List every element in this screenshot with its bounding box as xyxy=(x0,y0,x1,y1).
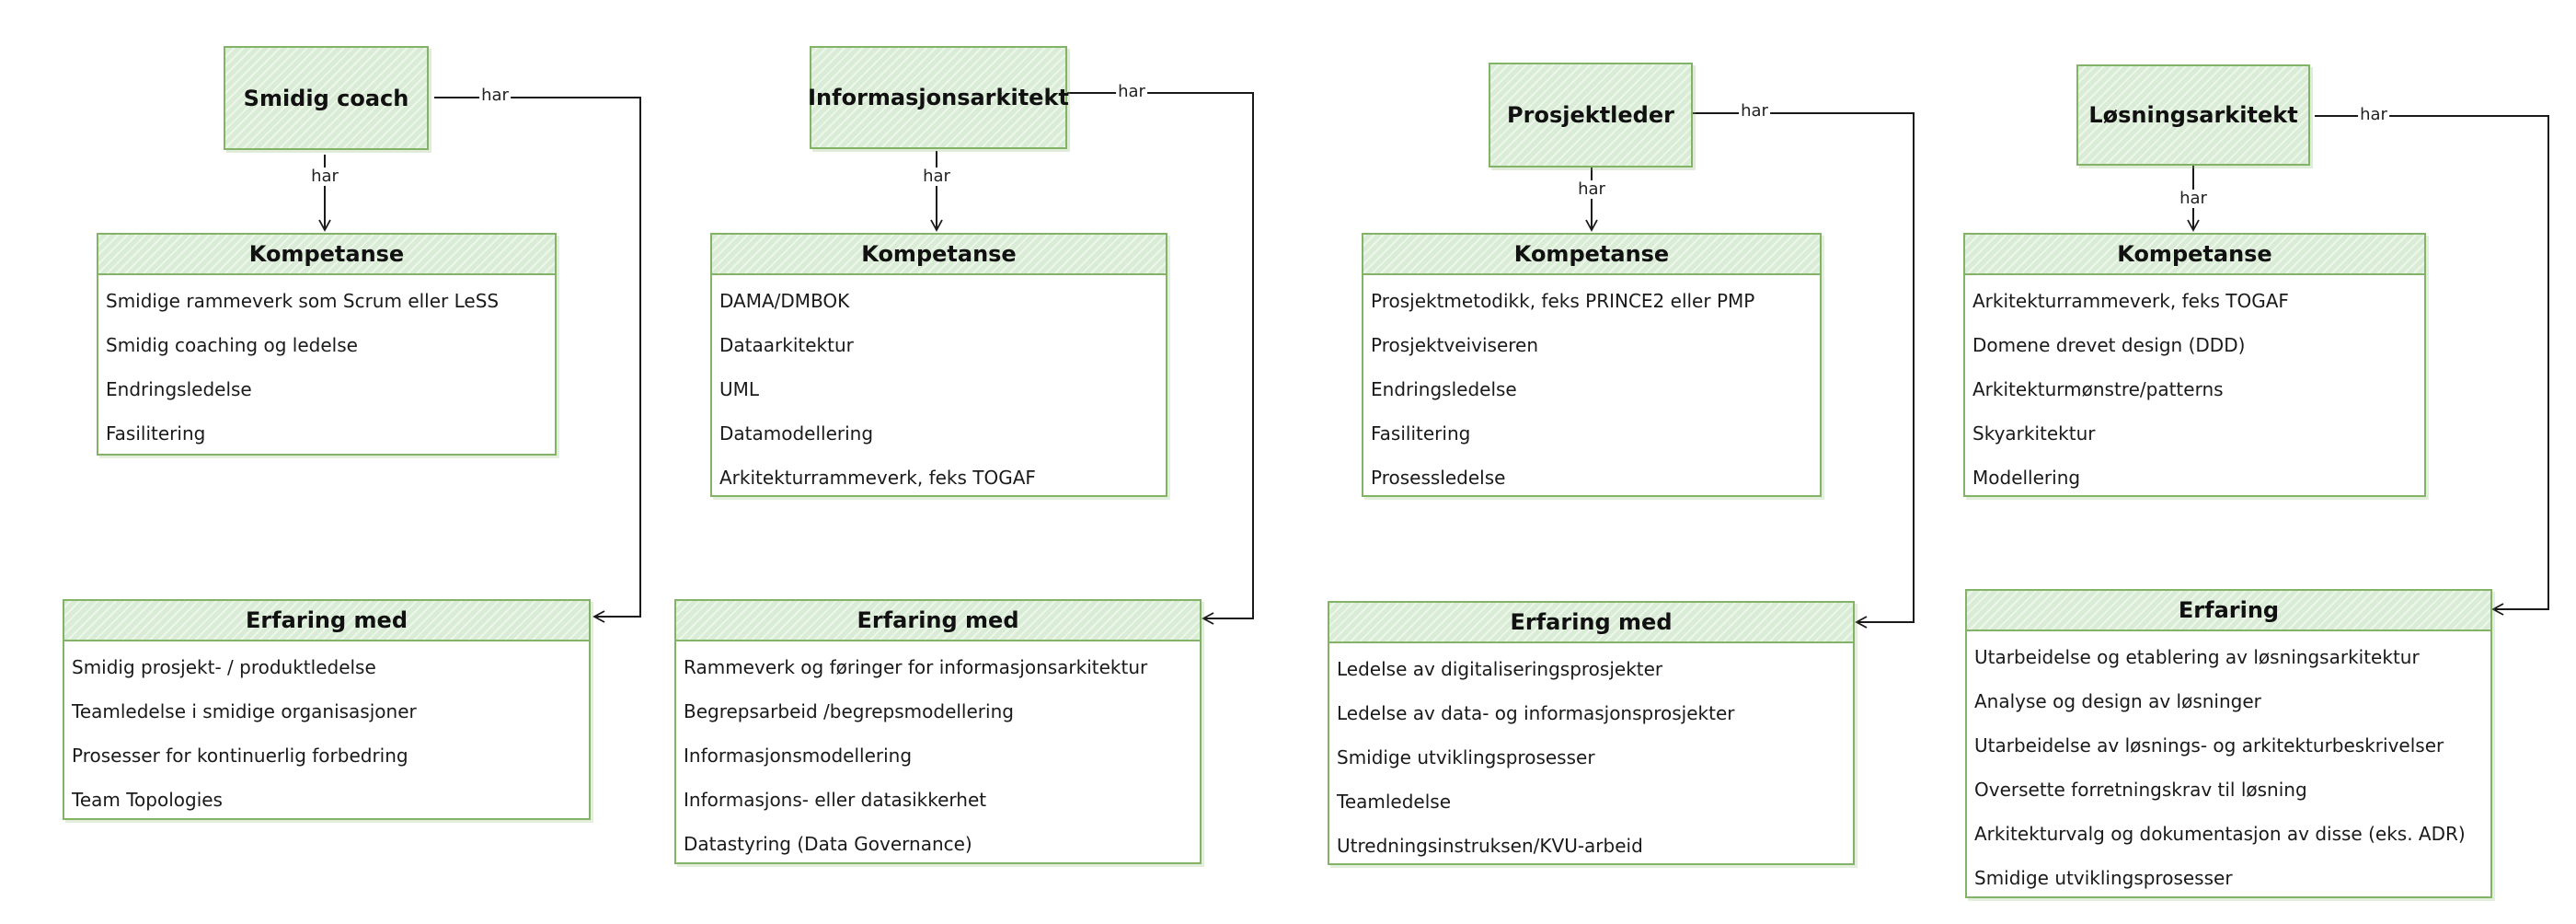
list-item: Utredningsinstruksen/KVU-arbeid xyxy=(1337,835,1643,857)
list-item: Begrepsarbeid /begrepsmodellering xyxy=(684,700,1014,722)
role-smidig-coach: Smidig coach xyxy=(224,46,429,150)
edge-label-har: har xyxy=(1116,82,1147,101)
list-item: Endringsledelse xyxy=(1371,378,1517,400)
list-item: Ledelse av digitaliseringsprosjekter xyxy=(1337,658,1663,680)
kompetanse-box-prosjektleder: Kompetanse Prosjektmetodikk, feks PRINCE… xyxy=(1362,233,1822,497)
list-item: Arkitekturvalg og dokumentasjon av disse… xyxy=(1974,823,2466,845)
list-item: Smidige utviklingsprosesser xyxy=(1974,867,2233,889)
list-item: Smidige utviklingsprosesser xyxy=(1337,746,1595,768)
list-item: Analyse og design av løsninger xyxy=(1974,690,2261,712)
edge-label-har: har xyxy=(1576,179,1607,199)
erfaring-box-losningsarkitekt: Erfaring Utarbeidelse og etablering av l… xyxy=(1965,589,2492,898)
edge-label-har: har xyxy=(921,167,952,186)
list-item: Arkitekturrammeverk, feks TOGAF xyxy=(1972,290,2289,312)
edge-label-har: har xyxy=(1739,101,1770,121)
list-item: Modellering xyxy=(1972,467,2081,489)
edge-informasjonsarkitekt-erfaring xyxy=(1067,92,1254,625)
kompetanse-box-informasjonsarkitekt: Kompetanse DAMA/DMBOK Dataarkitektur UML… xyxy=(710,233,1167,497)
erfaring-box-prosjektleder: Erfaring med Ledelse av digitaliseringsp… xyxy=(1328,601,1855,865)
list-item: Dataarkitektur xyxy=(719,334,854,356)
kompetanse-box-smidig-coach: Kompetanse Smidige rammeverk som Scrum e… xyxy=(97,233,557,456)
list-item: Prosesser for kontinuerlig forbedring xyxy=(72,745,408,767)
edge-label-har: har xyxy=(2358,105,2389,124)
list-item: Smidig prosjekt- / produktledelse xyxy=(72,656,376,678)
erfaring-header: Erfaring med xyxy=(676,601,1200,641)
role-losningsarkitekt: Løsningsarkitekt xyxy=(2076,64,2310,166)
edge-losningsarkitekt-erfaring xyxy=(2315,115,2549,616)
list-item: DAMA/DMBOK xyxy=(719,290,850,312)
role-informasjonsarkitekt: Informasjonsarkitekt xyxy=(808,46,1069,149)
list-item: Prosjektmetodikk, feks PRINCE2 eller PMP xyxy=(1371,290,1755,312)
erfaring-box-smidig-coach: Erfaring med Smidig prosjekt- / produktl… xyxy=(63,599,591,820)
list-item: Rammeverk og føringer for informasjonsar… xyxy=(684,656,1148,678)
erfaring-header: Erfaring med xyxy=(64,601,589,641)
kompetanse-header: Kompetanse xyxy=(712,235,1166,275)
list-item: Domene drevet design (DDD) xyxy=(1972,334,2246,356)
list-item: Prosjektveiviseren xyxy=(1371,334,1539,356)
list-item: Utarbeidelse og etablering av løsningsar… xyxy=(1974,646,2420,668)
list-item: Informasjonsmodellering xyxy=(684,745,913,767)
list-item: Informasjons- eller datasikkerhet xyxy=(684,789,987,811)
list-item: Fasilitering xyxy=(106,422,206,445)
list-item: Skyarkitektur xyxy=(1972,422,2096,445)
role-prosjektleder: Prosjektleder xyxy=(1489,63,1693,167)
edge-prosjektleder-erfaring xyxy=(1693,112,1915,629)
list-item: Smidige rammeverk som Scrum eller LeSS xyxy=(106,290,500,312)
list-item: UML xyxy=(719,378,760,400)
list-item: Arkitekturrammeverk, feks TOGAF xyxy=(719,467,1036,489)
list-item: Datamodellering xyxy=(719,422,874,445)
kompetanse-header: Kompetanse xyxy=(98,235,555,275)
kompetanse-box-losningsarkitekt: Kompetanse Arkitekturrammeverk, feks TOG… xyxy=(1963,233,2426,497)
list-item: Endringsledelse xyxy=(106,378,252,400)
erfaring-header: Erfaring xyxy=(1967,591,2490,631)
list-item: Fasilitering xyxy=(1371,422,1471,445)
list-item: Ledelse av data- og informasjonsprosjekt… xyxy=(1337,702,1735,724)
list-item: Utarbeidelse av løsnings- og arkitekturb… xyxy=(1974,734,2444,757)
list-item: Datastyring (Data Governance) xyxy=(684,833,972,855)
edge-label-har: har xyxy=(2178,189,2209,208)
list-item: Teamledelse i smidige organisasjoner xyxy=(72,700,417,722)
list-item: Arkitekturmønstre/patterns xyxy=(1972,378,2224,400)
list-item: Teamledelse xyxy=(1337,791,1452,813)
edge-smidig-coach-erfaring xyxy=(434,97,641,623)
edge-label-har: har xyxy=(309,167,340,186)
list-item: Smidig coaching og ledelse xyxy=(106,334,358,356)
erfaring-header: Erfaring med xyxy=(1329,603,1853,643)
list-item: Oversette forretningskrav til løsning xyxy=(1974,779,2307,801)
kompetanse-header: Kompetanse xyxy=(1965,235,2424,275)
list-item: Team Topologies xyxy=(72,789,223,811)
list-item: Prosessledelse xyxy=(1371,467,1506,489)
kompetanse-header: Kompetanse xyxy=(1363,235,1820,275)
erfaring-box-informasjonsarkitekt: Erfaring med Rammeverk og føringer for i… xyxy=(674,599,1202,864)
edge-label-har: har xyxy=(479,86,511,105)
